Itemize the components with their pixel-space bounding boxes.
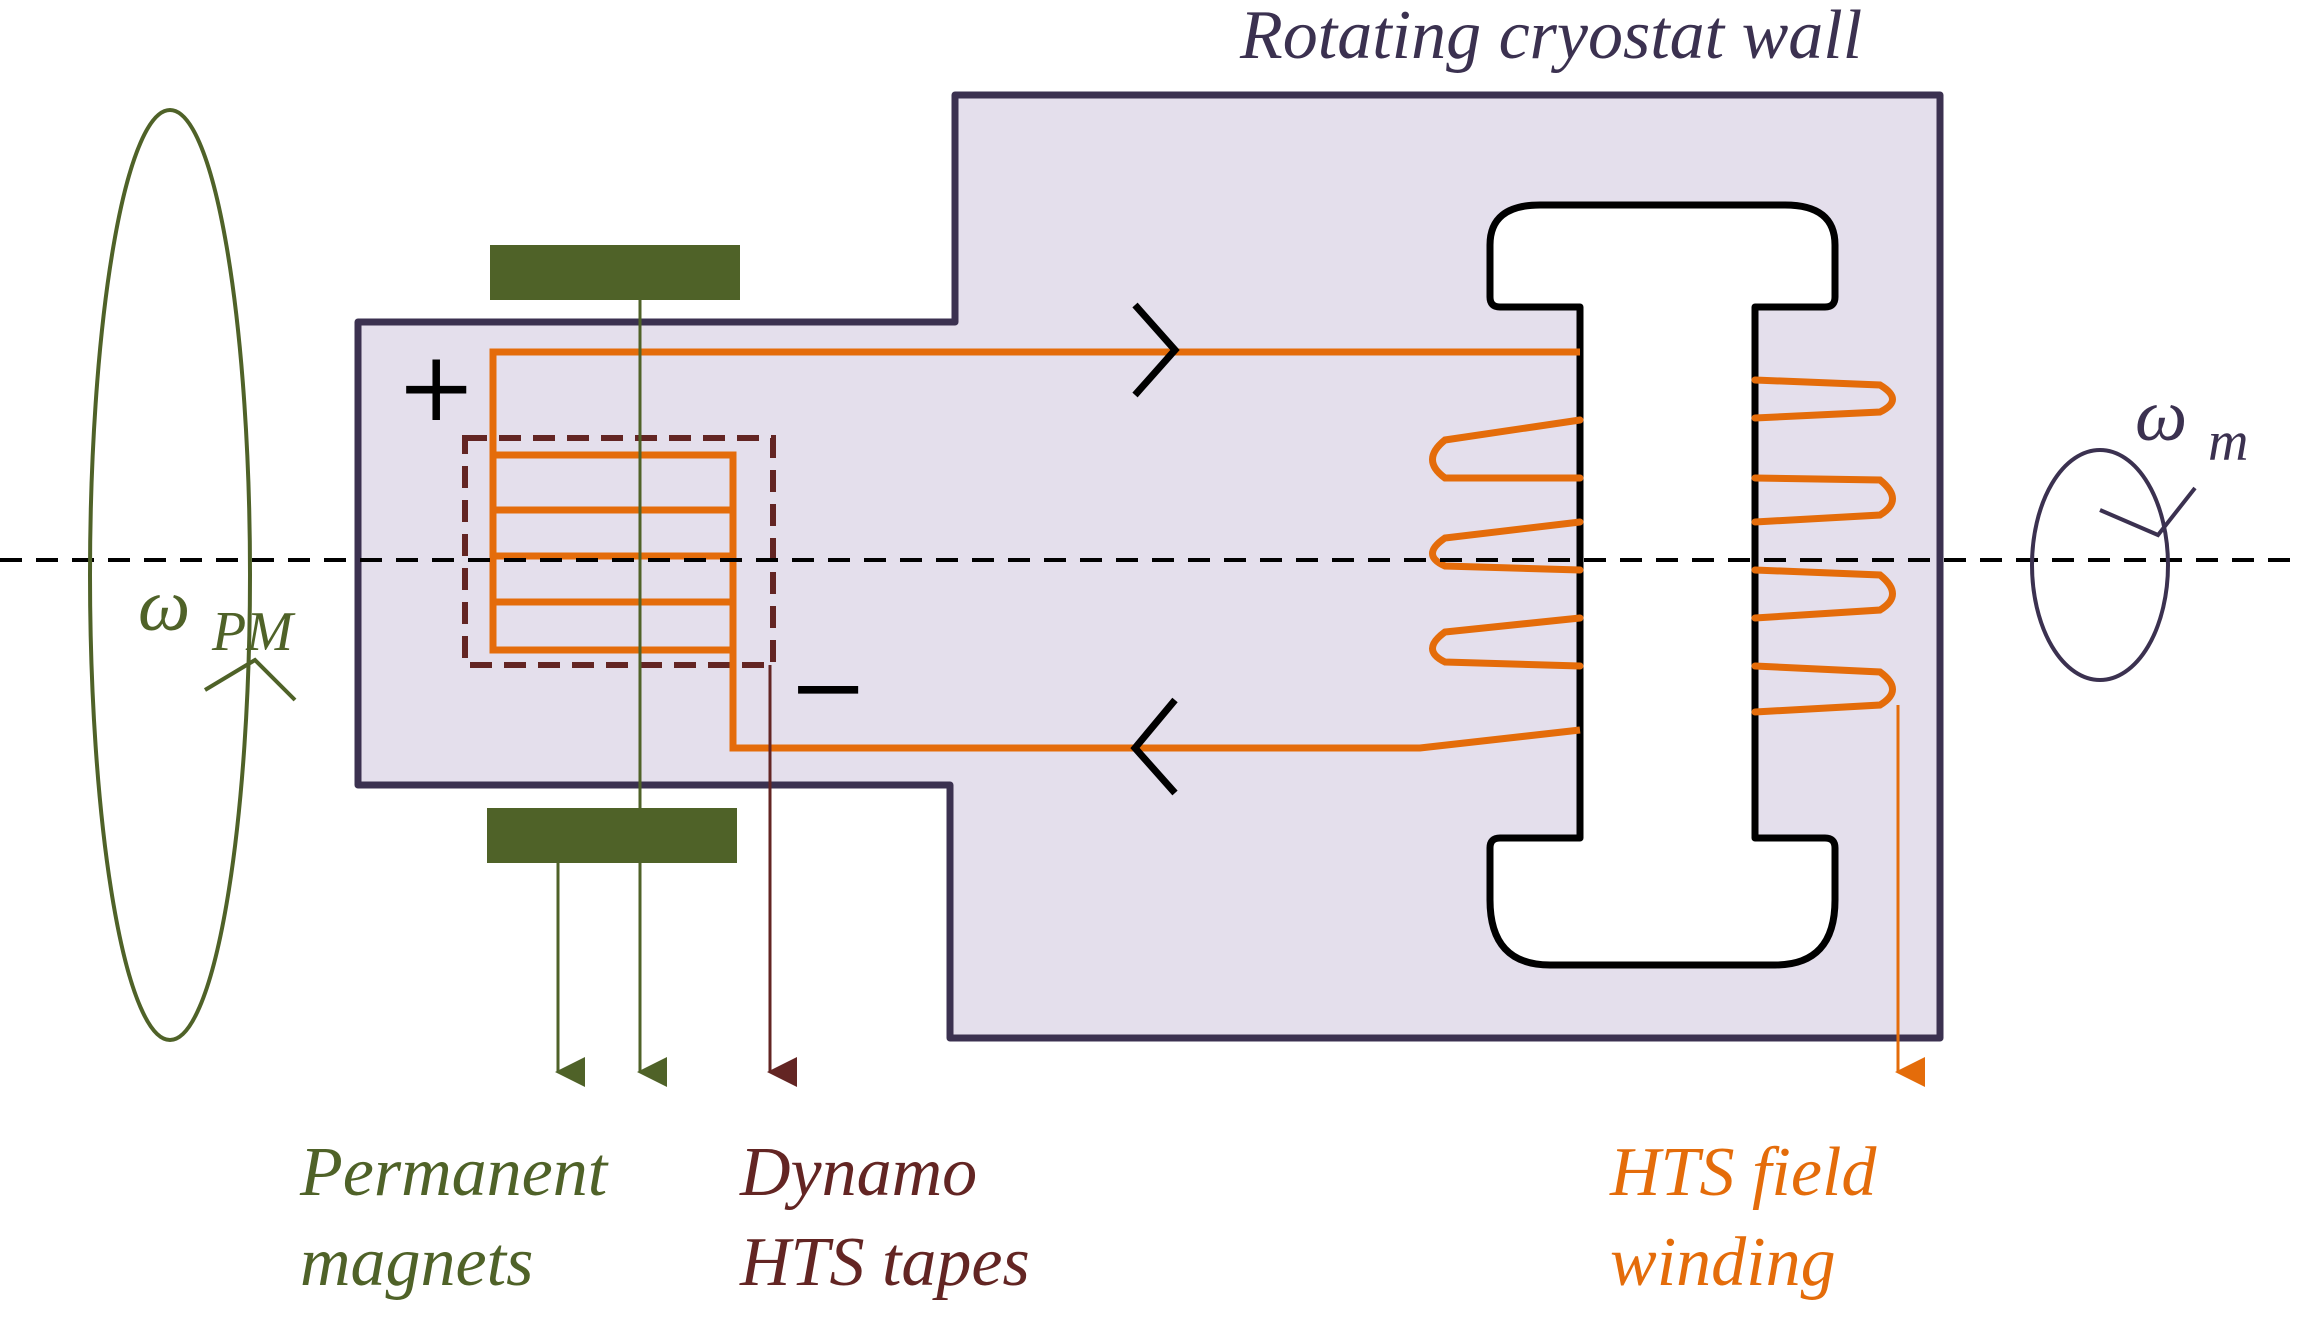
omega-pm-rotation-loop [88,108,252,1042]
hts-circuit-bottom [729,650,1581,752]
omega-pm-arrow-icon [203,657,297,702]
omega-m-rotation-loop [2030,448,2170,682]
omega-m-arrow-icon [2099,486,2197,538]
minus-terminal: − [788,631,868,743]
hts-field-winding-label: HTS field winding [1609,1134,1894,1301]
permanent-magnet-top [490,245,740,300]
omega-m-label: ω m [2135,375,2248,473]
current-direction-arrow-bottom [1130,697,1178,796]
dynamo-hts-tapes-label: Dynamo HTS tapes [739,1134,1030,1301]
cryostat-wall-label: Rotating cryostat wall [1239,0,1862,74]
hts-field-winding-coil [1429,376,1896,716]
cryostat-wall [354,91,1944,1042]
omega-pm-label: ω PM [138,565,296,663]
current-direction-arrow-top [1132,302,1180,398]
dynamo-hts-tapes [489,451,737,654]
plus-terminal: + [396,331,476,443]
permanent-magnets-label: Permanent magnets [299,1134,625,1301]
dynamo-boundary [462,435,776,668]
field-winding-bobbin [1486,201,1839,969]
permanent-magnet-bottom [487,808,737,863]
